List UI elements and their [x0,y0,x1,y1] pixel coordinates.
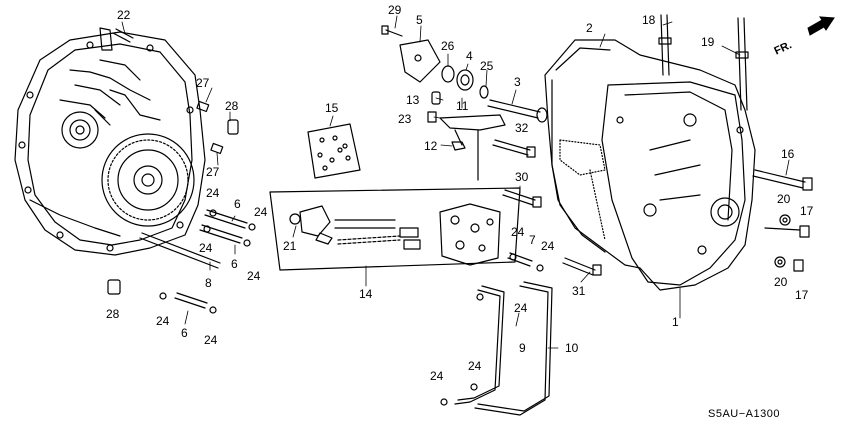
washer-20-upper [779,214,791,226]
callout-15: 15 [325,101,339,115]
callout-9: 9 [519,341,526,355]
callout-23: 23 [398,112,412,126]
clip-12 [451,141,466,151]
callout-20-lower: 20 [774,275,788,289]
callout-28-upper: 28 [225,99,239,113]
gasket-2 [551,47,611,253]
callout-12: 12 [424,139,438,153]
callout-17-upper: 17 [800,204,814,218]
callout-6-upper: 6 [234,197,241,211]
pipe-7 [507,252,544,272]
pipe-8 [139,232,221,269]
pipe-6-middle [199,224,251,247]
callout-18: 18 [642,13,656,27]
callout-20-upper: 20 [777,192,791,206]
leader-lines [121,15,790,349]
o-ring-25 [479,85,489,99]
callout-5: 5 [416,13,423,27]
washer-20-lower [774,256,786,268]
callout-24-pipe-mid: 24 [468,359,482,373]
callout-24-a: 24 [206,186,220,200]
transmission-housing [14,27,206,256]
callout-32: 32 [515,121,529,135]
callout-4: 4 [466,49,473,63]
collar-28-lower [107,279,121,295]
callout-19: 19 [701,35,715,49]
callout-2: 2 [586,21,593,35]
bolt-29 [381,25,403,37]
bolt-32 [492,139,536,158]
callout-8: 8 [205,276,212,290]
callout-31: 31 [572,284,586,298]
front-direction-indicator: FR. [772,16,835,58]
callout-24-valve-left: 24 [511,225,525,239]
bolt-31 [562,257,602,276]
callout-24-pipe-low: 24 [430,369,444,383]
pipe-10 [474,281,553,416]
diagram-reference-code: S5AU−A1300 [708,408,780,420]
callout-13: 13 [406,93,420,107]
dowel-27-upper [196,100,210,113]
o-ring-26 [441,65,455,83]
seal-4 [456,69,474,91]
callout-6-middle: 6 [231,257,238,271]
callout-14: 14 [359,287,373,301]
lever-assembly [439,114,506,181]
front-direction-label: FR. [772,39,793,57]
callout-24-f: 24 [204,333,218,347]
callout-24-valve-right: 24 [541,239,555,253]
callout-26: 26 [441,39,455,53]
callout-7: 7 [529,233,536,247]
callout-27-upper: 27 [196,76,210,90]
callout-24-e: 24 [156,314,170,328]
callout-24-b: 24 [254,205,268,219]
pipe-3 [487,99,548,123]
callout-30: 30 [515,170,529,184]
callout-labels: 22 29 5 26 4 25 3 11 13 23 12 32 15 30 2… [106,3,814,383]
bolt-30 [502,189,542,208]
callout-24-pipe-top: 24 [514,301,528,315]
callout-27-lower: 27 [206,165,220,179]
callout-1: 1 [672,315,679,329]
front-arrow-icon [807,16,835,36]
callout-24-d: 24 [247,269,261,283]
dowel-pin-22 [112,28,134,43]
valve-body-assembly [269,187,521,271]
pipe-6-lower [159,292,217,314]
callout-25: 25 [480,59,494,73]
separator-plate-15 [307,123,361,179]
callout-29: 29 [388,3,402,17]
callout-24-c: 24 [199,241,213,255]
stud-19 [735,17,749,111]
bolt-17-upper [764,225,810,238]
callout-10: 10 [565,341,579,355]
callout-11: 11 [456,99,469,113]
bolt-16 [752,169,813,191]
callout-22: 22 [117,8,131,22]
callout-17-lower: 17 [795,288,809,302]
right-side-cover-1 [544,39,756,291]
pipe-6-upper [204,209,256,231]
cover-plate-5 [399,39,441,83]
stud-18 [658,14,672,76]
collar-28-upper [227,119,239,135]
bolt-17-lower [793,259,804,272]
o-ring-24-pipes [440,293,484,406]
callout-28-lower: 28 [106,307,120,321]
pipe-9 [454,285,505,405]
callout-3: 3 [514,75,521,89]
callout-16: 16 [781,147,795,161]
callout-21: 21 [283,239,297,253]
dowel-27-lower [210,142,224,155]
pin-13 [431,91,441,105]
callout-6-lower: 6 [181,326,188,340]
